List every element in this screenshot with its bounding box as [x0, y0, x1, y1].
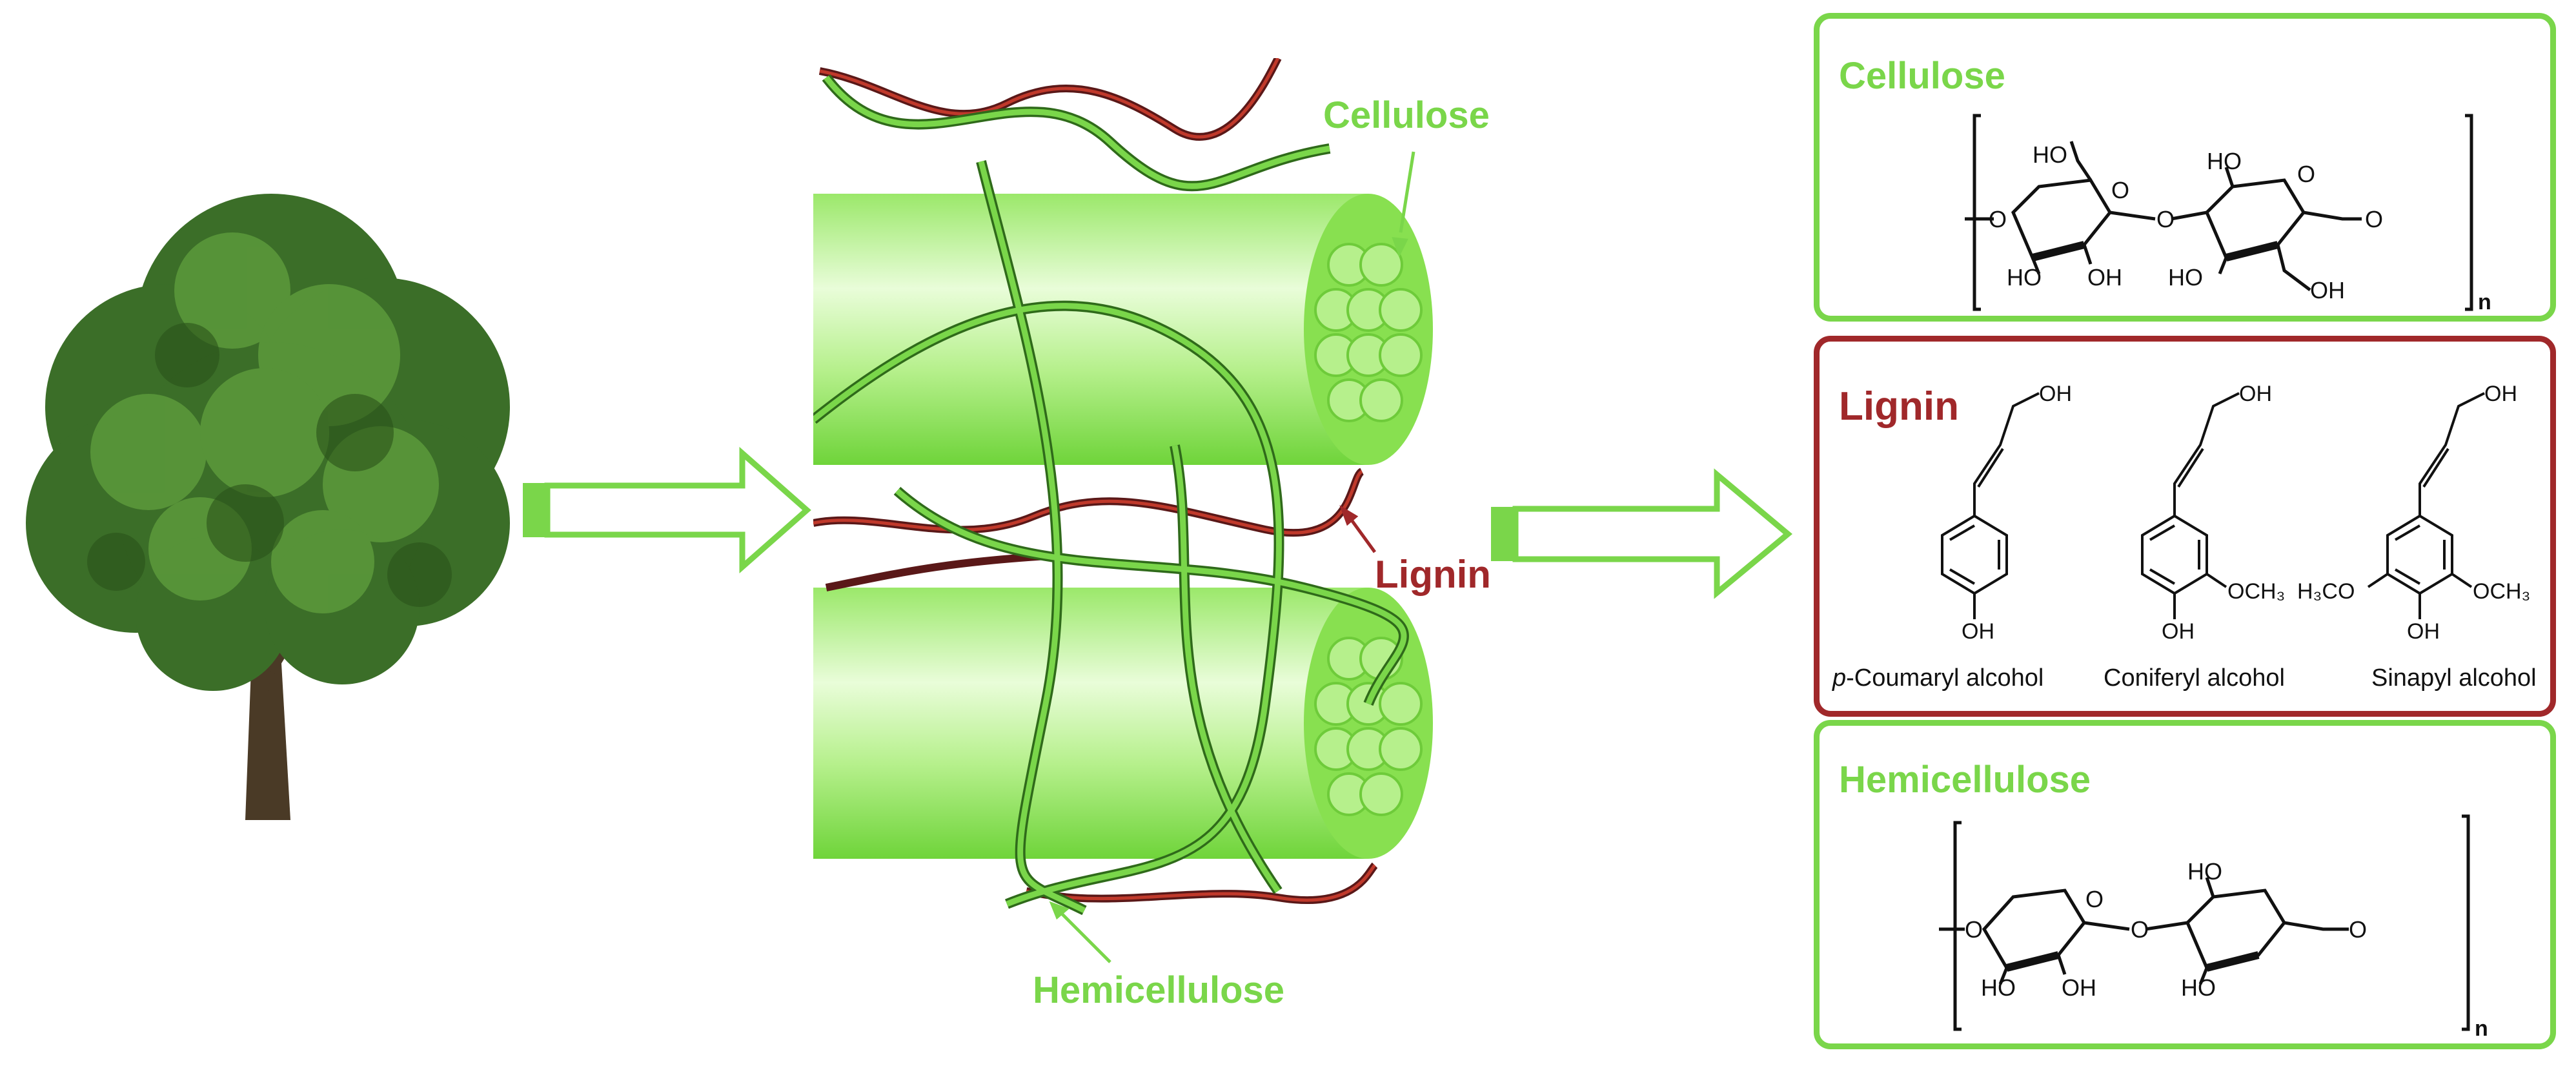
hemicellulose-structure [1939, 814, 2470, 1031]
hemi-o-1: O [2085, 886, 2104, 912]
hemi-o-2: O [2131, 916, 2149, 943]
coniferyl-top-oh: OH [2239, 382, 2272, 406]
panel-title-cellulose: Cellulose [1839, 55, 2005, 97]
hemi-ho-a: HO [1981, 974, 2016, 1001]
coumaryl-name: p-Coumaryl alcohol [1832, 664, 2044, 692]
coniferyl-name: Coniferyl alcohol [2104, 664, 2285, 692]
sinapyl-h3co-left: H₃CO [2297, 579, 2355, 604]
cel-ho-f: HO [2168, 264, 2203, 291]
cel-ho-a: HO [2033, 141, 2067, 168]
arrow-right-icon [1491, 468, 1793, 599]
panel-title-lignin: Lignin [1839, 384, 1959, 429]
sinapyl-bottom-oh: OH [2407, 619, 2440, 644]
cel-oh-c: OH [2087, 264, 2122, 291]
hemi-o-3: O [1965, 916, 1983, 943]
cel-o-2: O [2156, 206, 2175, 232]
hemi-o-4: O [2349, 916, 2368, 943]
hemi-ho-c: HO [2187, 858, 2222, 885]
cel-o-4: O [2297, 161, 2316, 187]
coumaryl-name-prefix: p [1832, 664, 1847, 692]
coniferyl-och3: OCH₃ [2227, 579, 2286, 604]
coumaryl-name-text: -Coumaryl alcohol [1846, 664, 2044, 692]
label-lignin: Lignin [1375, 553, 1491, 596]
arrow-right-icon [523, 447, 811, 573]
cel-o-5: O [2365, 206, 2384, 232]
cellulose-structure [1965, 114, 2473, 311]
fiber-bundle-icon [813, 58, 1433, 916]
hemi-ho-d: HO [2181, 974, 2216, 1001]
panel-title-hemicellulose: Hemicellulose [1839, 759, 2091, 801]
panel-lignin: Lignin [1814, 336, 2556, 717]
coumaryl-top-oh: OH [2039, 382, 2072, 406]
cel-oh-e: OH [2310, 277, 2345, 303]
panel-hemicellulose: Hemicellulose O O O [1814, 720, 2556, 1049]
coumaryl-bottom-oh: OH [1962, 619, 1994, 644]
label-cellulose: Cellulose [1323, 94, 1490, 136]
cel-ho-d: HO [2207, 148, 2242, 174]
hemi-oh-b: OH [2062, 974, 2096, 1001]
sinapyl-top-oh: OH [2484, 382, 2517, 406]
cel-ho-b: HO [2007, 264, 2042, 291]
sinapyl-och3-right: OCH₃ [2473, 579, 2531, 604]
cel-o-3: O [1989, 206, 2007, 232]
coniferyl-bottom-oh: OH [2162, 619, 2195, 644]
hemi-n: n [2475, 1016, 2488, 1041]
tree-icon [26, 194, 510, 820]
lignin-structures [1941, 392, 2485, 619]
sinapyl-name: Sinapyl alcohol [2371, 664, 2537, 692]
cel-n: n [2478, 290, 2491, 314]
panel-cellulose: Cellulose HO [1814, 13, 2556, 322]
label-hemicellulose: Hemicellulose [1033, 969, 1285, 1011]
cel-o-1: O [2111, 177, 2130, 203]
